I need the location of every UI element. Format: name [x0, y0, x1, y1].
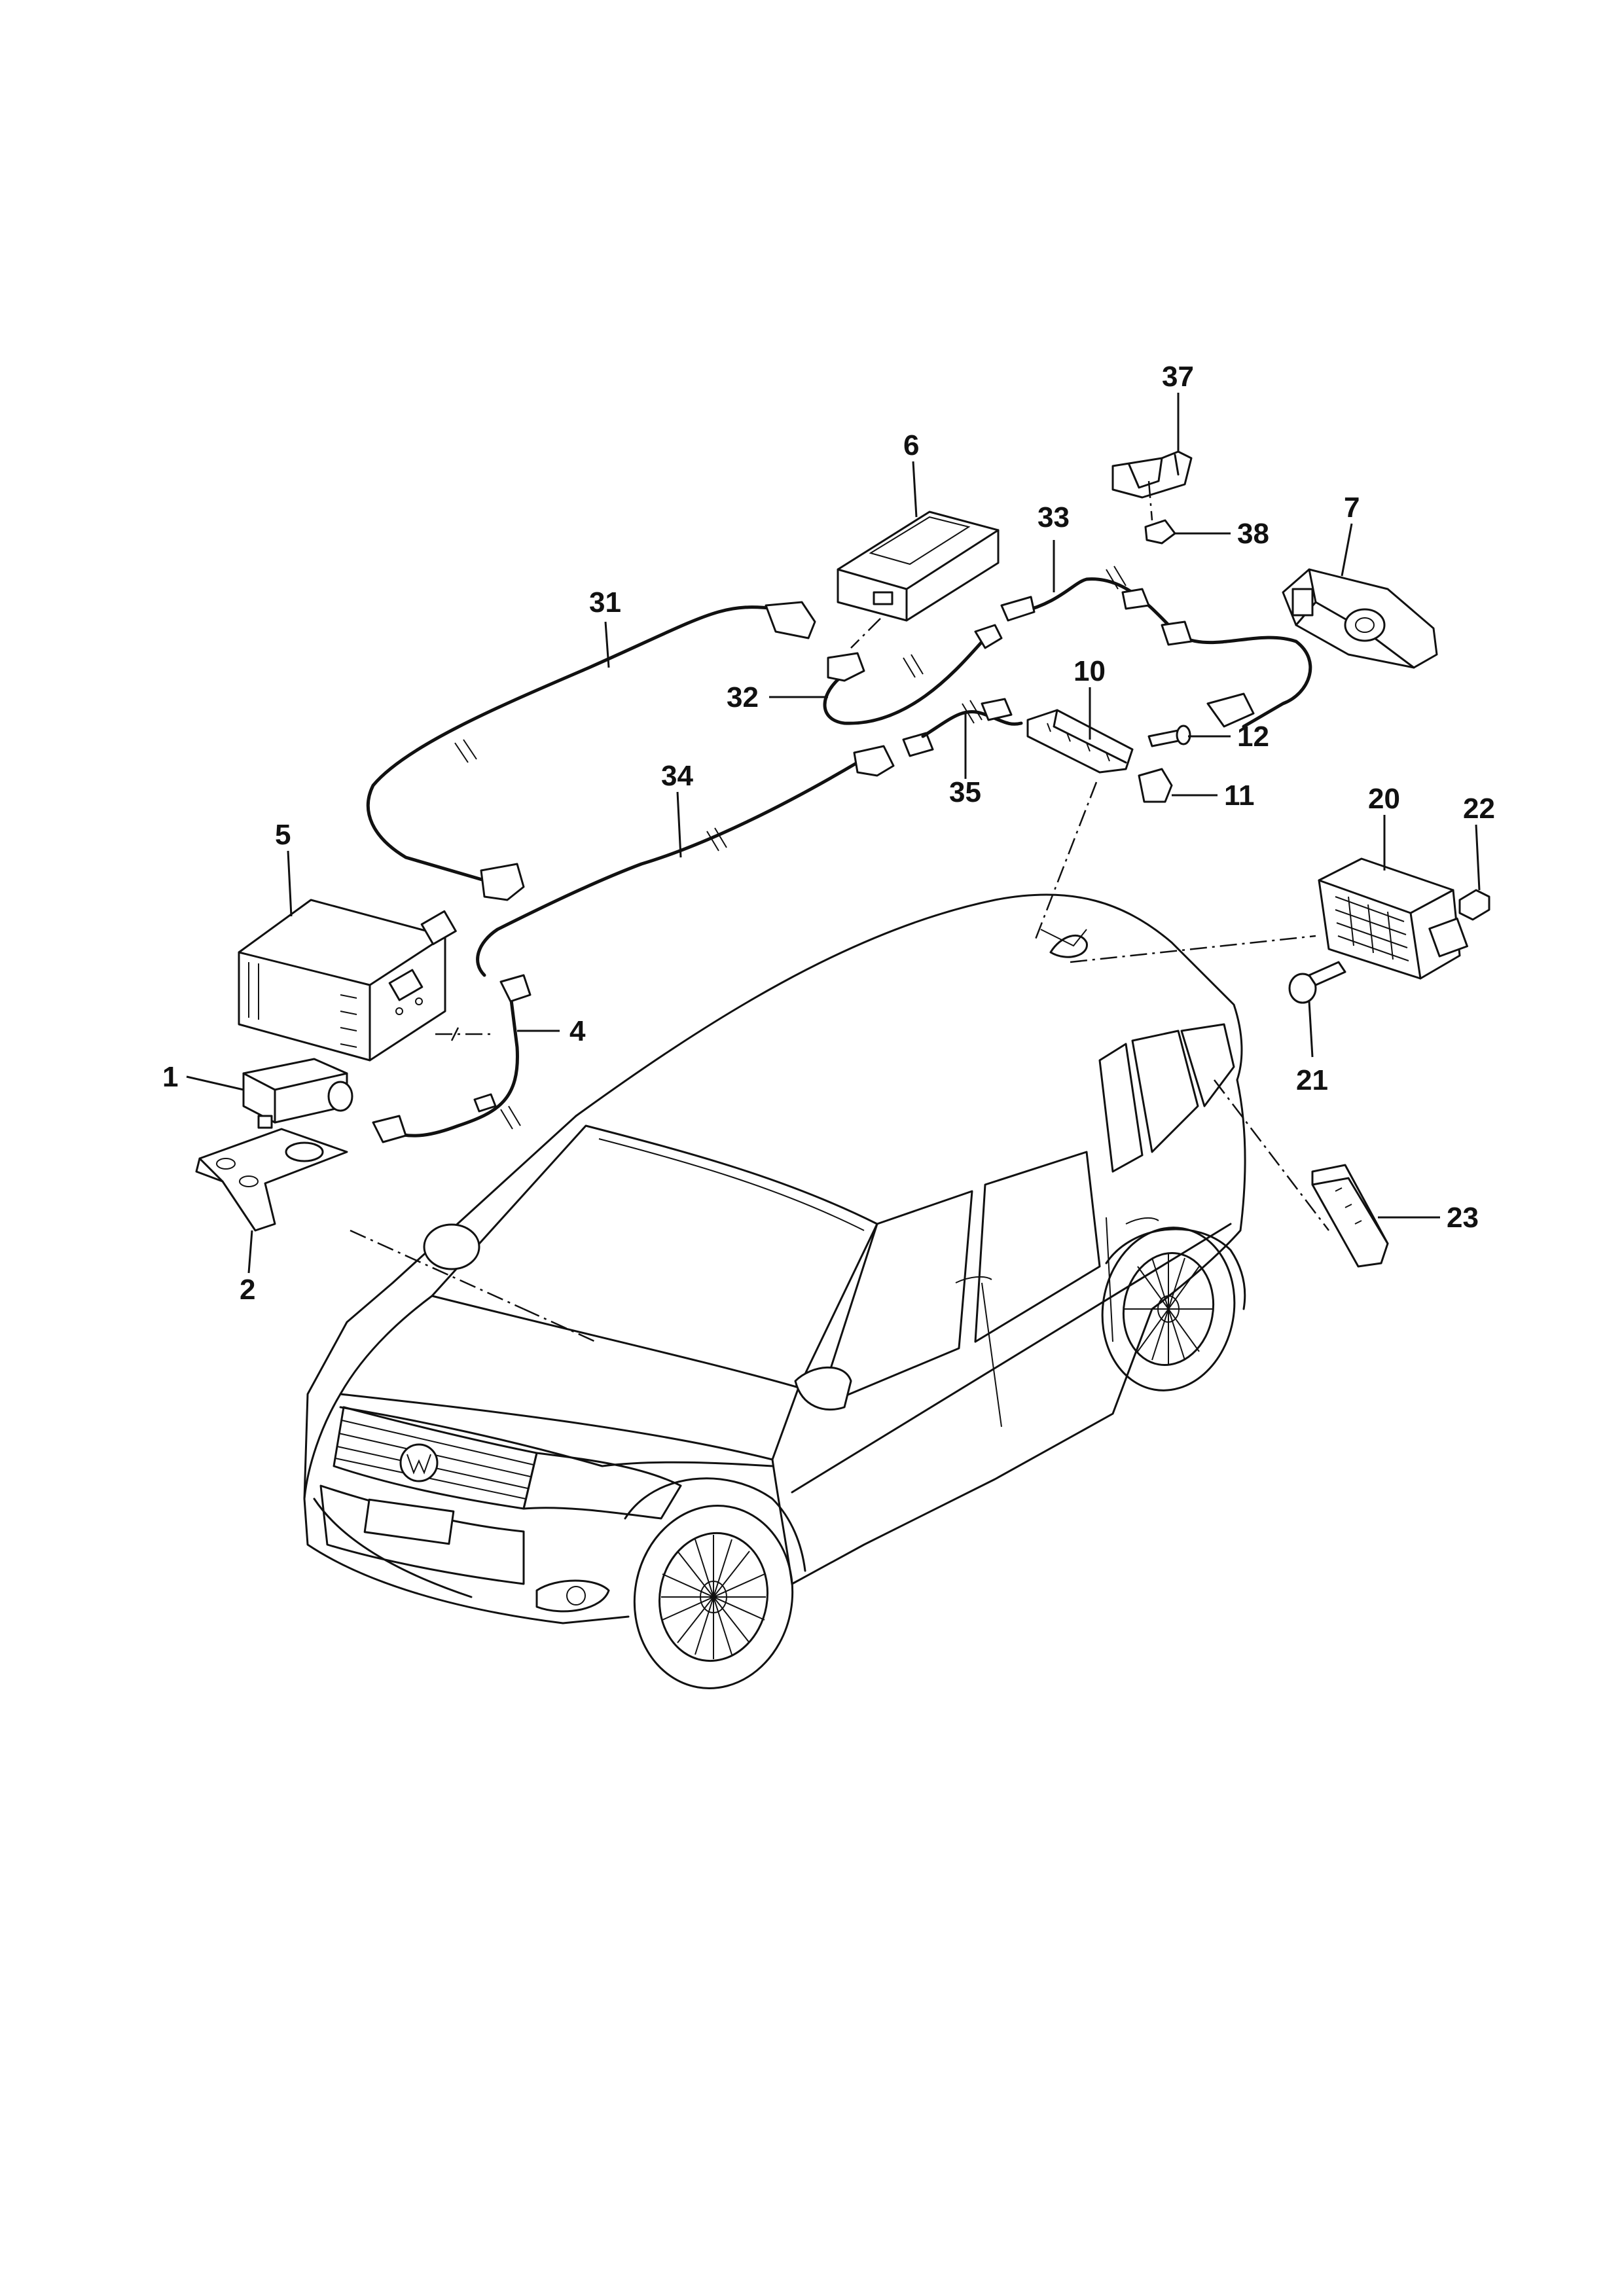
part-7-rear-camera [1282, 568, 1438, 669]
part-20-module [1318, 857, 1468, 980]
cable-4 [372, 974, 532, 1143]
callout-5: 5 [275, 819, 291, 851]
part-11-connector [1138, 768, 1173, 803]
callout-20: 20 [1368, 783, 1400, 815]
cable-34 [476, 732, 934, 977]
part-23-sensor-strip [1311, 1164, 1389, 1268]
part-21-screw [1288, 961, 1346, 1004]
callout-33: 33 [1038, 501, 1070, 533]
cable-31 [366, 601, 816, 901]
callout-22: 22 [1463, 793, 1495, 825]
part-38-clip [1144, 519, 1176, 545]
cable-break-marks [454, 565, 1127, 1130]
part-37-bracket [1111, 450, 1193, 499]
part-12-screw [1147, 725, 1191, 747]
part-6-module [837, 511, 1000, 622]
callout-2: 2 [240, 1274, 255, 1306]
part-2-bracket [195, 1128, 348, 1232]
callout-35: 35 [949, 776, 981, 808]
callout-37: 37 [1162, 361, 1194, 393]
callout-31: 31 [589, 586, 621, 619]
callout-12: 12 [1237, 721, 1269, 753]
callout-labels: 1 2 4 5 6 7 10 11 12 20 21 22 23 31 32 3… [162, 361, 1495, 1306]
cable-35 [921, 698, 1023, 738]
callout-11: 11 [1224, 780, 1255, 812]
callout-34: 34 [661, 760, 693, 792]
callout-23: 23 [1447, 1202, 1479, 1234]
part-1-sensor [242, 1058, 353, 1129]
part-10-control-unit [1026, 709, 1134, 774]
callout-4: 4 [569, 1015, 586, 1047]
assembly-lines [350, 480, 1329, 1343]
callout-6: 6 [903, 429, 919, 461]
leader-lines [186, 393, 1481, 1274]
vehicle-outline [303, 893, 1246, 1689]
callout-10: 10 [1074, 655, 1106, 687]
callout-1: 1 [162, 1061, 178, 1093]
callout-7: 7 [1344, 492, 1360, 524]
cable-32 [823, 624, 1003, 725]
cable-33 [1000, 577, 1312, 728]
part-5-head-unit [238, 899, 457, 1062]
callout-38: 38 [1237, 518, 1269, 550]
callout-21: 21 [1296, 1064, 1328, 1096]
part-22-cap [1458, 889, 1490, 921]
callout-32: 32 [727, 681, 759, 713]
